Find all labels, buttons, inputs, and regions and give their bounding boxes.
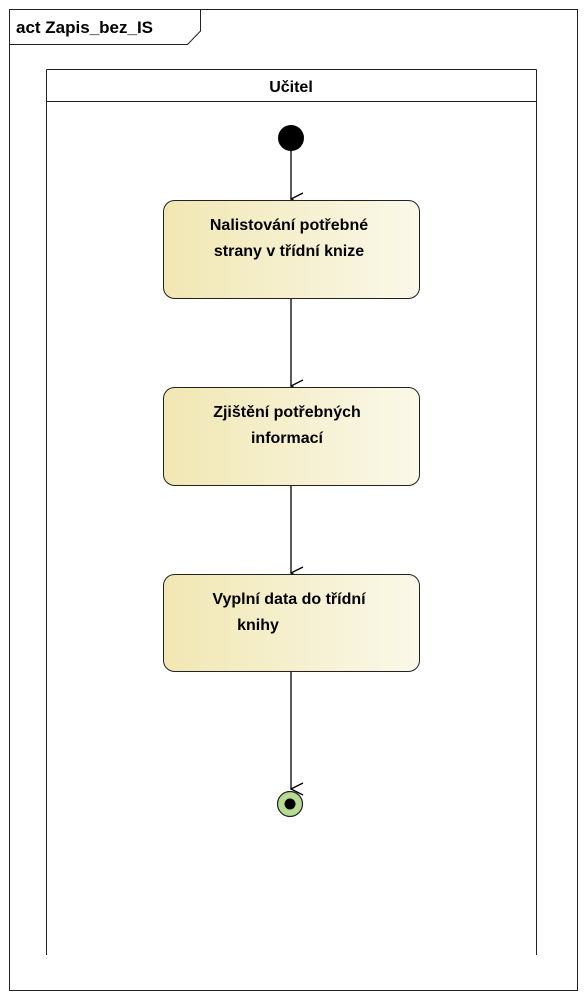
initial-node xyxy=(278,125,304,151)
action-node: Zjištění potřebných informací xyxy=(163,387,420,486)
action-label-line: Nalistování potřebné xyxy=(210,217,368,234)
diagram-frame xyxy=(9,9,578,991)
action-label-line: informací xyxy=(251,430,324,447)
action-node: Vyplní data do třídní knihy xyxy=(163,574,420,672)
action-label-line: Zjištění potřebných xyxy=(213,404,361,421)
action-label-line: strany v třídní knize xyxy=(214,243,364,260)
frame-title: act Zapis_bez_IS xyxy=(16,18,153,37)
action-label-line: Vyplní data do třídní xyxy=(212,591,366,608)
swimlane-title: Učitel xyxy=(269,79,313,96)
action-label-line: knihy xyxy=(237,617,279,634)
final-node xyxy=(276,790,304,818)
frame-title-tab xyxy=(9,9,201,45)
action-node: Nalistování potřebné strany v třídní kni… xyxy=(163,200,420,299)
swimlane-ucitel: Učitel xyxy=(46,69,537,955)
